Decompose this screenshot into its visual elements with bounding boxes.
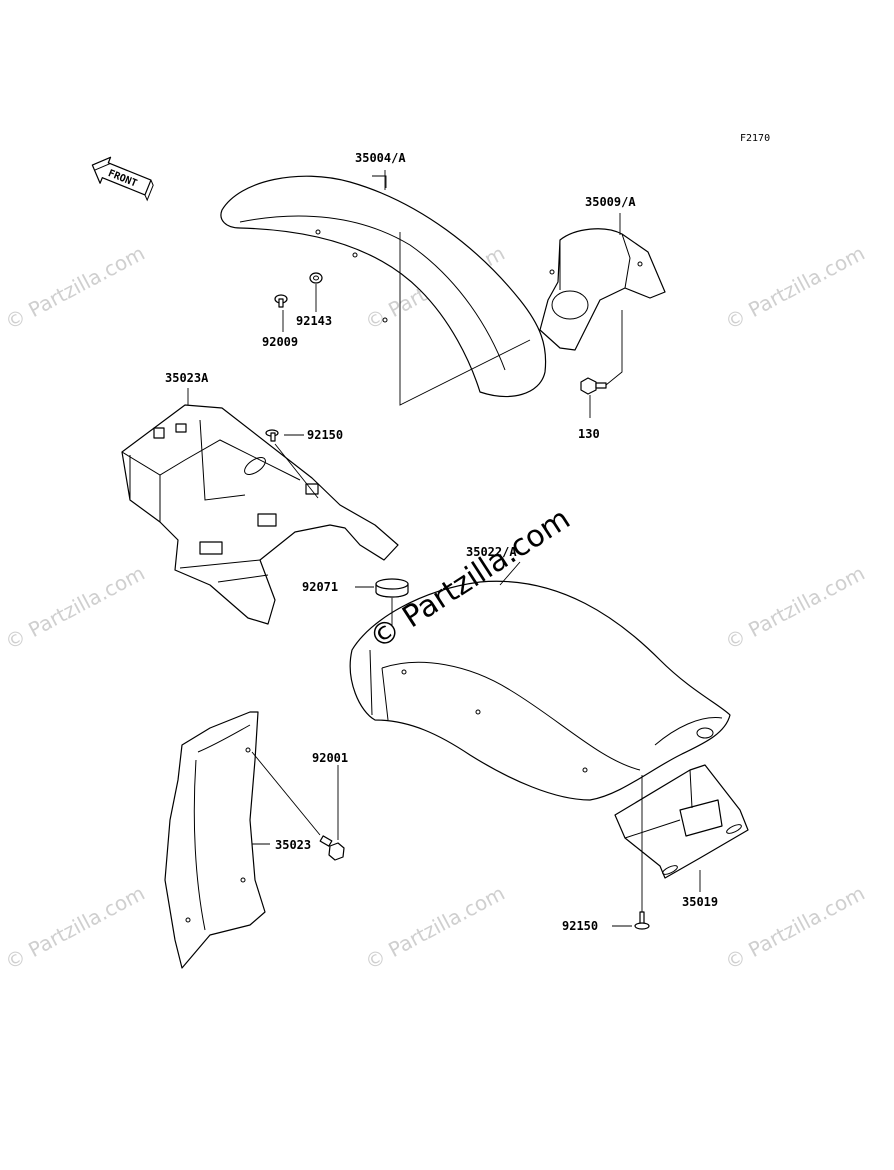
label-35022: 35022/A xyxy=(466,545,517,559)
label-35004: 35004/A xyxy=(355,151,406,165)
front-fender xyxy=(220,175,547,398)
screw-92009 xyxy=(274,294,288,308)
bolt-130 xyxy=(580,377,607,395)
watermark-text: © Partzilla.com xyxy=(721,561,869,655)
watermark-text: © Partzilla.com xyxy=(721,241,869,335)
label-92009: 92009 xyxy=(262,335,298,349)
license-bracket-35019 xyxy=(614,764,749,879)
label-92150-top: 92150 xyxy=(307,428,343,442)
fastener-92150-top xyxy=(265,429,279,442)
watermark-text: © Partzilla.com xyxy=(1,881,149,975)
label-35023A: 35023A xyxy=(165,371,209,385)
label-92071: 92071 xyxy=(302,580,338,594)
label-35023: 35023 xyxy=(275,838,311,852)
fastener-92150-bottom xyxy=(634,911,650,930)
label-35009: 35009/A xyxy=(585,195,636,209)
label-130: 130 xyxy=(578,427,600,441)
inner-fender-35023A xyxy=(121,404,399,625)
washer-92143 xyxy=(309,272,323,284)
label-35019: 35019 xyxy=(682,895,718,909)
diagram-code: F2170 xyxy=(740,133,770,144)
watermark-text: © Partzilla.com xyxy=(361,881,509,975)
watermark-text: © Partzilla.com xyxy=(721,881,869,975)
watermark-text: © Partzilla.com xyxy=(1,561,149,655)
label-92143: 92143 xyxy=(296,314,332,328)
label-92001: 92001 xyxy=(312,751,348,765)
cushion-92071 xyxy=(375,578,409,598)
label-92150-bottom: 92150 xyxy=(562,919,598,933)
front-arrow-icon: FRONT xyxy=(91,156,154,202)
watermark-text: © Partzilla.com xyxy=(1,241,149,335)
fender-bracket xyxy=(539,228,666,351)
mud-guard-35023 xyxy=(164,711,266,969)
bolt-92001 xyxy=(319,835,345,861)
rear-fender xyxy=(349,580,731,801)
